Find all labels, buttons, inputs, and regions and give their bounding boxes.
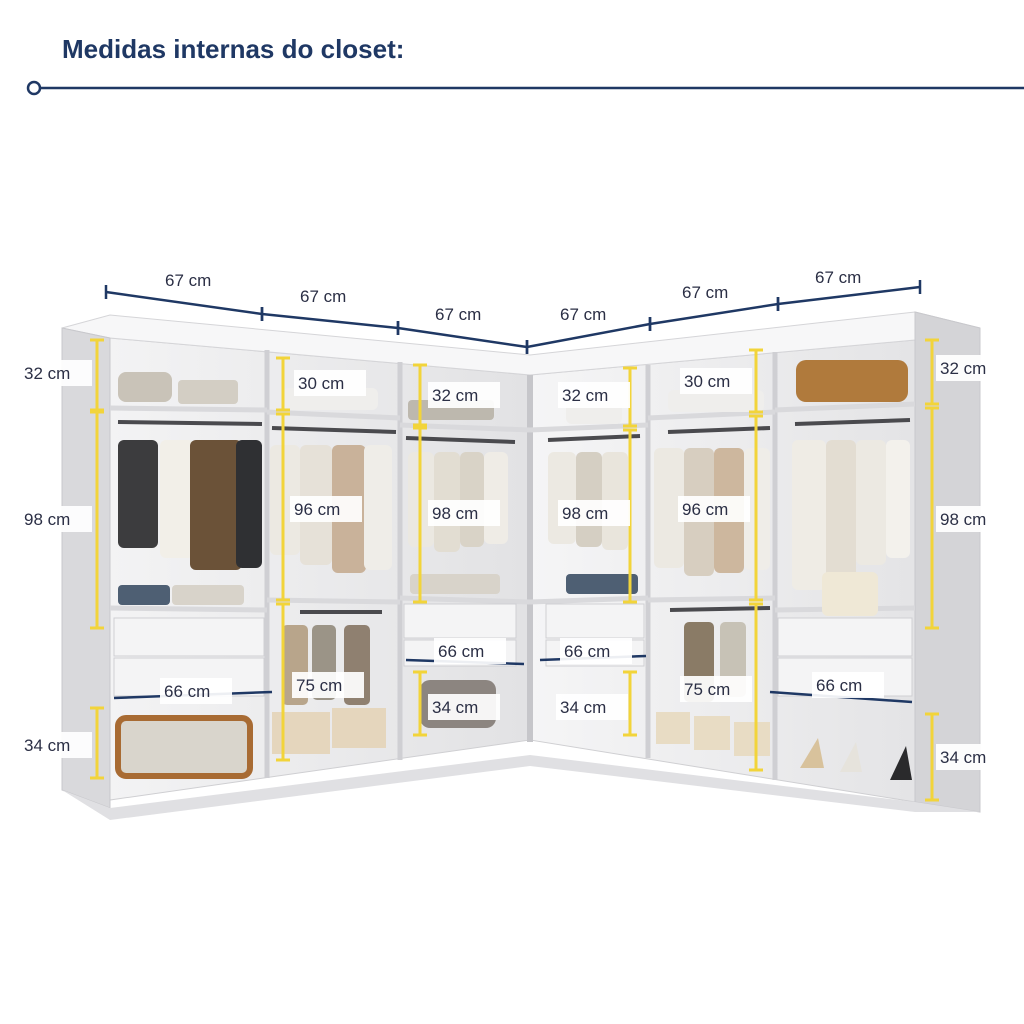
dimension-label-right-outer: 34 cm: [936, 744, 1008, 770]
svg-text:32 cm: 32 cm: [940, 359, 986, 378]
svg-text:98 cm: 98 cm: [432, 504, 478, 523]
dimension-label-right-2: 96 cm: [678, 496, 750, 522]
svg-text:66 cm: 66 cm: [816, 676, 862, 695]
dimension-label-right-outer: 98 cm: [936, 506, 1008, 532]
svg-text:75 cm: 75 cm: [684, 680, 730, 699]
svg-text:32 cm: 32 cm: [24, 364, 70, 383]
svg-text:66 cm: 66 cm: [564, 642, 610, 661]
dimension-label-right-2: 75 cm: [680, 676, 752, 702]
dimension-label-left-2: 30 cm: [294, 370, 366, 396]
width-line: [526, 322, 651, 349]
svg-text:96 cm: 96 cm: [294, 500, 340, 519]
svg-text:34 cm: 34 cm: [24, 736, 70, 755]
dimension-labels: 32 cm 98 cm 66 cm 34 cm 30 cm 96 cm 75 cm 32 cm…: [20, 355, 1008, 770]
width-label: 67 cm: [815, 268, 861, 287]
svg-text:96 cm: 96 cm: [682, 500, 728, 519]
svg-text:32 cm: 32 cm: [432, 386, 478, 405]
dimension-label-right-2: 30 cm: [680, 368, 752, 394]
svg-text:75 cm: 75 cm: [296, 676, 342, 695]
svg-text:98 cm: 98 cm: [940, 510, 986, 529]
height-dimensions: [90, 338, 939, 802]
svg-text:66 cm: 66 cm: [438, 642, 484, 661]
width-label: 67 cm: [300, 287, 346, 306]
svg-text:98 cm: 98 cm: [562, 504, 608, 523]
dimension-label-right-3: 34 cm: [556, 694, 628, 720]
width-label: 67 cm: [682, 283, 728, 302]
closet-structure: [61, 311, 981, 820]
svg-text:34 cm: 34 cm: [432, 698, 478, 717]
dimension-label-left-3: 32 cm: [428, 382, 500, 408]
dimension-label-left-2: 96 cm: [290, 496, 362, 522]
dimension-label-left-outer: 34 cm: [20, 732, 92, 758]
dimension-label-left-2: 75 cm: [292, 672, 364, 698]
page-title: Medidas internas do closet:: [62, 34, 405, 64]
width-label: 67 cm: [435, 305, 481, 324]
title-underline: [26, 80, 1024, 96]
dimension-label-left-outer: 98 cm: [20, 506, 92, 532]
svg-text:34 cm: 34 cm: [560, 698, 606, 717]
width-line: [649, 302, 779, 326]
width-line: [777, 285, 921, 306]
dimension-label-left-3: 34 cm: [428, 694, 500, 720]
width-dimensions: 67 cm 67 cm 67 cm 67 cm 67 cm 67 cm: [104, 268, 922, 354]
dimension-label-left-outer: 32 cm: [20, 360, 92, 386]
svg-text:98 cm: 98 cm: [24, 510, 70, 529]
dimension-label-right-outer: 32 cm: [936, 355, 1008, 381]
dimension-label-right-3: 32 cm: [558, 382, 630, 408]
dimension-label-right-outer: 66 cm: [812, 672, 884, 698]
dimension-label-right-3: 98 cm: [558, 500, 630, 526]
svg-text:30 cm: 30 cm: [684, 372, 730, 391]
dimension-label-left-3: 98 cm: [428, 500, 500, 526]
width-label: 67 cm: [165, 271, 211, 290]
svg-text:34 cm: 34 cm: [940, 748, 986, 767]
width-label: 67 cm: [560, 305, 606, 324]
svg-text:32 cm: 32 cm: [562, 386, 608, 405]
svg-text:30 cm: 30 cm: [298, 374, 344, 393]
width-line: [397, 326, 528, 349]
svg-text:66 cm: 66 cm: [164, 682, 210, 701]
width-line: [105, 290, 263, 316]
dimension-label-right-3: 66 cm: [560, 638, 632, 664]
width-line: [261, 312, 399, 330]
dimension-label-left-outer: 66 cm: [160, 678, 232, 704]
dimension-label-left-3: 66 cm: [434, 638, 506, 664]
